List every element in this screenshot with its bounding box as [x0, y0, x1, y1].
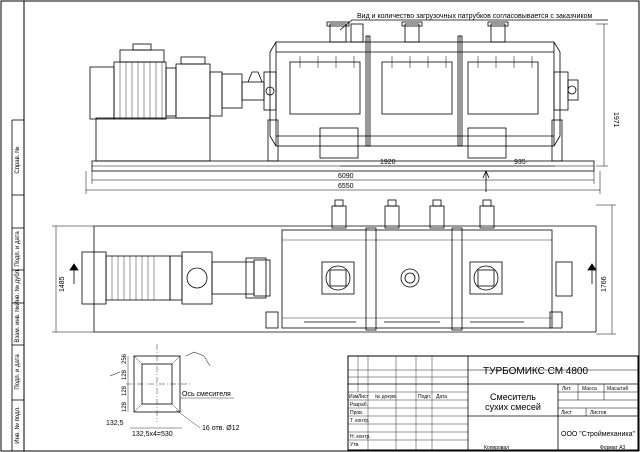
- col-sign: Подп.: [418, 394, 431, 400]
- product-title: ТУРБОМИКС СМ 4800: [483, 366, 588, 377]
- strip-label-6: Инв. № подл.: [14, 406, 21, 444]
- dim-128-b: 128: [122, 385, 128, 396]
- lit-label: Лит.: [562, 386, 571, 392]
- hole-spec: 16 отв. Ø12: [202, 425, 240, 432]
- role-utv: Утв.: [350, 442, 360, 448]
- dim-128-c: 128: [122, 369, 128, 380]
- dim-1971: 1971: [612, 112, 619, 128]
- role-tkontr: Т. контр.: [350, 418, 370, 424]
- detail-b: Ось смесителя 128 128 128 256 132,5 132,…: [106, 344, 240, 438]
- col-list: Лист: [358, 394, 370, 400]
- doc-name-line1: Смеситель: [490, 392, 536, 402]
- col-doc: № докум.: [375, 394, 397, 400]
- dim-6550: 6550: [338, 183, 354, 190]
- role-prov: Пров.: [350, 410, 363, 416]
- mass-label: Масса: [582, 386, 597, 392]
- dim-935: 935: [514, 159, 526, 166]
- sheets-label: Листов: [590, 410, 607, 416]
- dim-6090: 6090: [338, 173, 354, 180]
- plan-view: 1485 1766: [52, 199, 616, 335]
- dim-1485: 1485: [59, 276, 66, 292]
- left-strip: Справ. № Подп. и дата Взам. инв. № Инв. …: [14, 146, 21, 443]
- strip-label-1: Справ. №: [14, 146, 21, 173]
- role-nkontr: Н. контр.: [350, 434, 371, 440]
- title-block: ТУРБОМИКС СМ 4800 Смеситель сухих смесей…: [347, 355, 639, 451]
- col-izm: Изм: [349, 394, 359, 400]
- dim-1766: 1766: [601, 276, 608, 292]
- doc-name-line2: сухих смесей: [485, 402, 541, 412]
- dim-128-a: 128: [122, 401, 128, 412]
- dim-132-5: 132,5: [106, 420, 124, 427]
- strip-label-3: Взам. инв. №: [14, 305, 21, 342]
- side-view: Вид и количество загрузочных патрубков с…: [85, 12, 619, 194]
- strip-label-2: Подп. и дата: [15, 231, 21, 267]
- role-razrab: Разраб.: [350, 402, 368, 408]
- dim-1920: 1920: [380, 159, 396, 166]
- dim-pitch: 132,5x4=530: [132, 431, 173, 438]
- sheet-label: Лист: [561, 410, 573, 416]
- copied-label: Копировал: [484, 445, 509, 451]
- strip-label-5: Подп. и дата: [15, 354, 21, 390]
- col-date: Дата: [436, 394, 447, 400]
- note-text: Вид и количество загрузочных патрубков с…: [357, 12, 593, 20]
- axis-label: Ось смесителя: [182, 391, 231, 398]
- strip-label-4: Инв. № дубл.: [14, 268, 21, 305]
- dim-256: 256: [122, 353, 128, 364]
- format-label: Формат А3: [600, 445, 625, 451]
- scale-label: Масштаб: [607, 386, 629, 392]
- company-name: ООО "Строймеханика": [561, 430, 635, 438]
